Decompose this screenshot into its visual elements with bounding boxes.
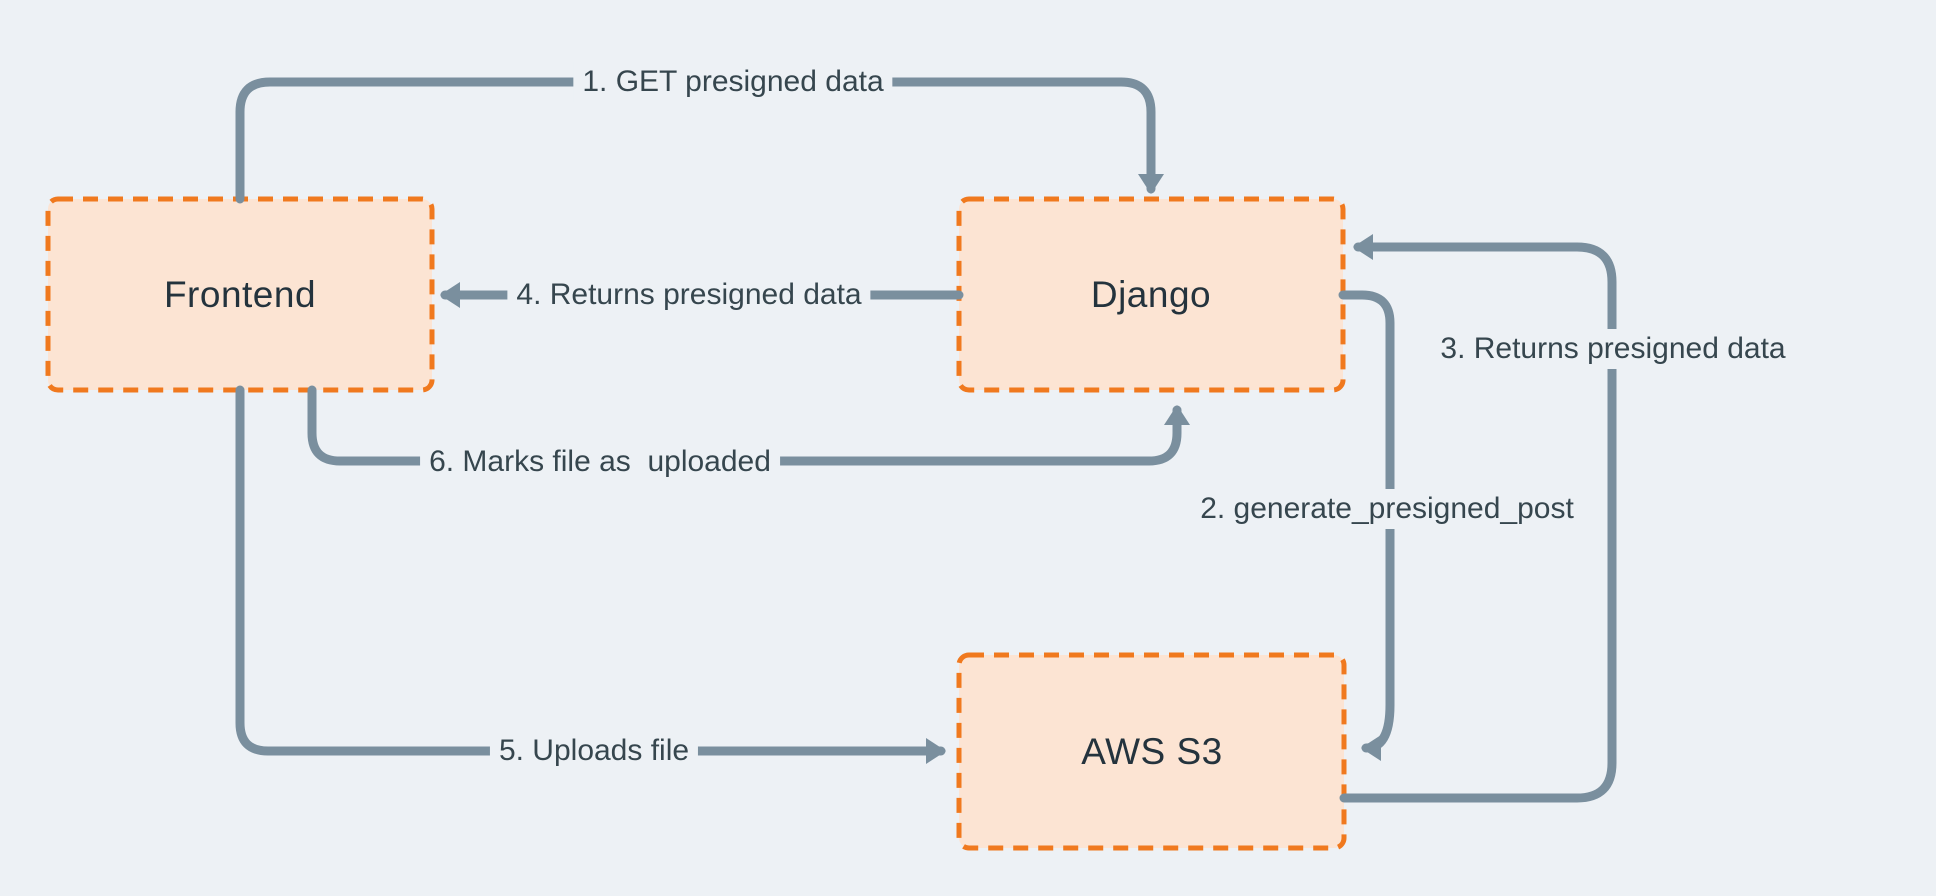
node-label-aws-s3: AWS S3 bbox=[1081, 731, 1223, 772]
edge-2-generate-presigned-post bbox=[1338, 290, 1395, 761]
node-label-frontend: Frontend bbox=[163, 274, 317, 315]
edge-label-3: 3. Returns presigned data bbox=[1431, 329, 1795, 369]
edge-label-1: 1. GET presigned data bbox=[573, 62, 893, 102]
edge-label-4: 4. Returns presigned data bbox=[507, 275, 871, 315]
edge-label-5: 5. Uploads file bbox=[489, 731, 699, 771]
edge-label-2: 2. generate_presigned_post bbox=[1191, 489, 1583, 529]
edge-5-uploads-file bbox=[235, 385, 946, 764]
edge-label-6: 6. Marks file as uploaded bbox=[420, 442, 780, 482]
node-box-aws-s3 bbox=[956, 652, 1347, 851]
node-label-django: Django bbox=[1090, 274, 1212, 315]
edge-3-returns-presigned-data bbox=[1339, 234, 1617, 803]
